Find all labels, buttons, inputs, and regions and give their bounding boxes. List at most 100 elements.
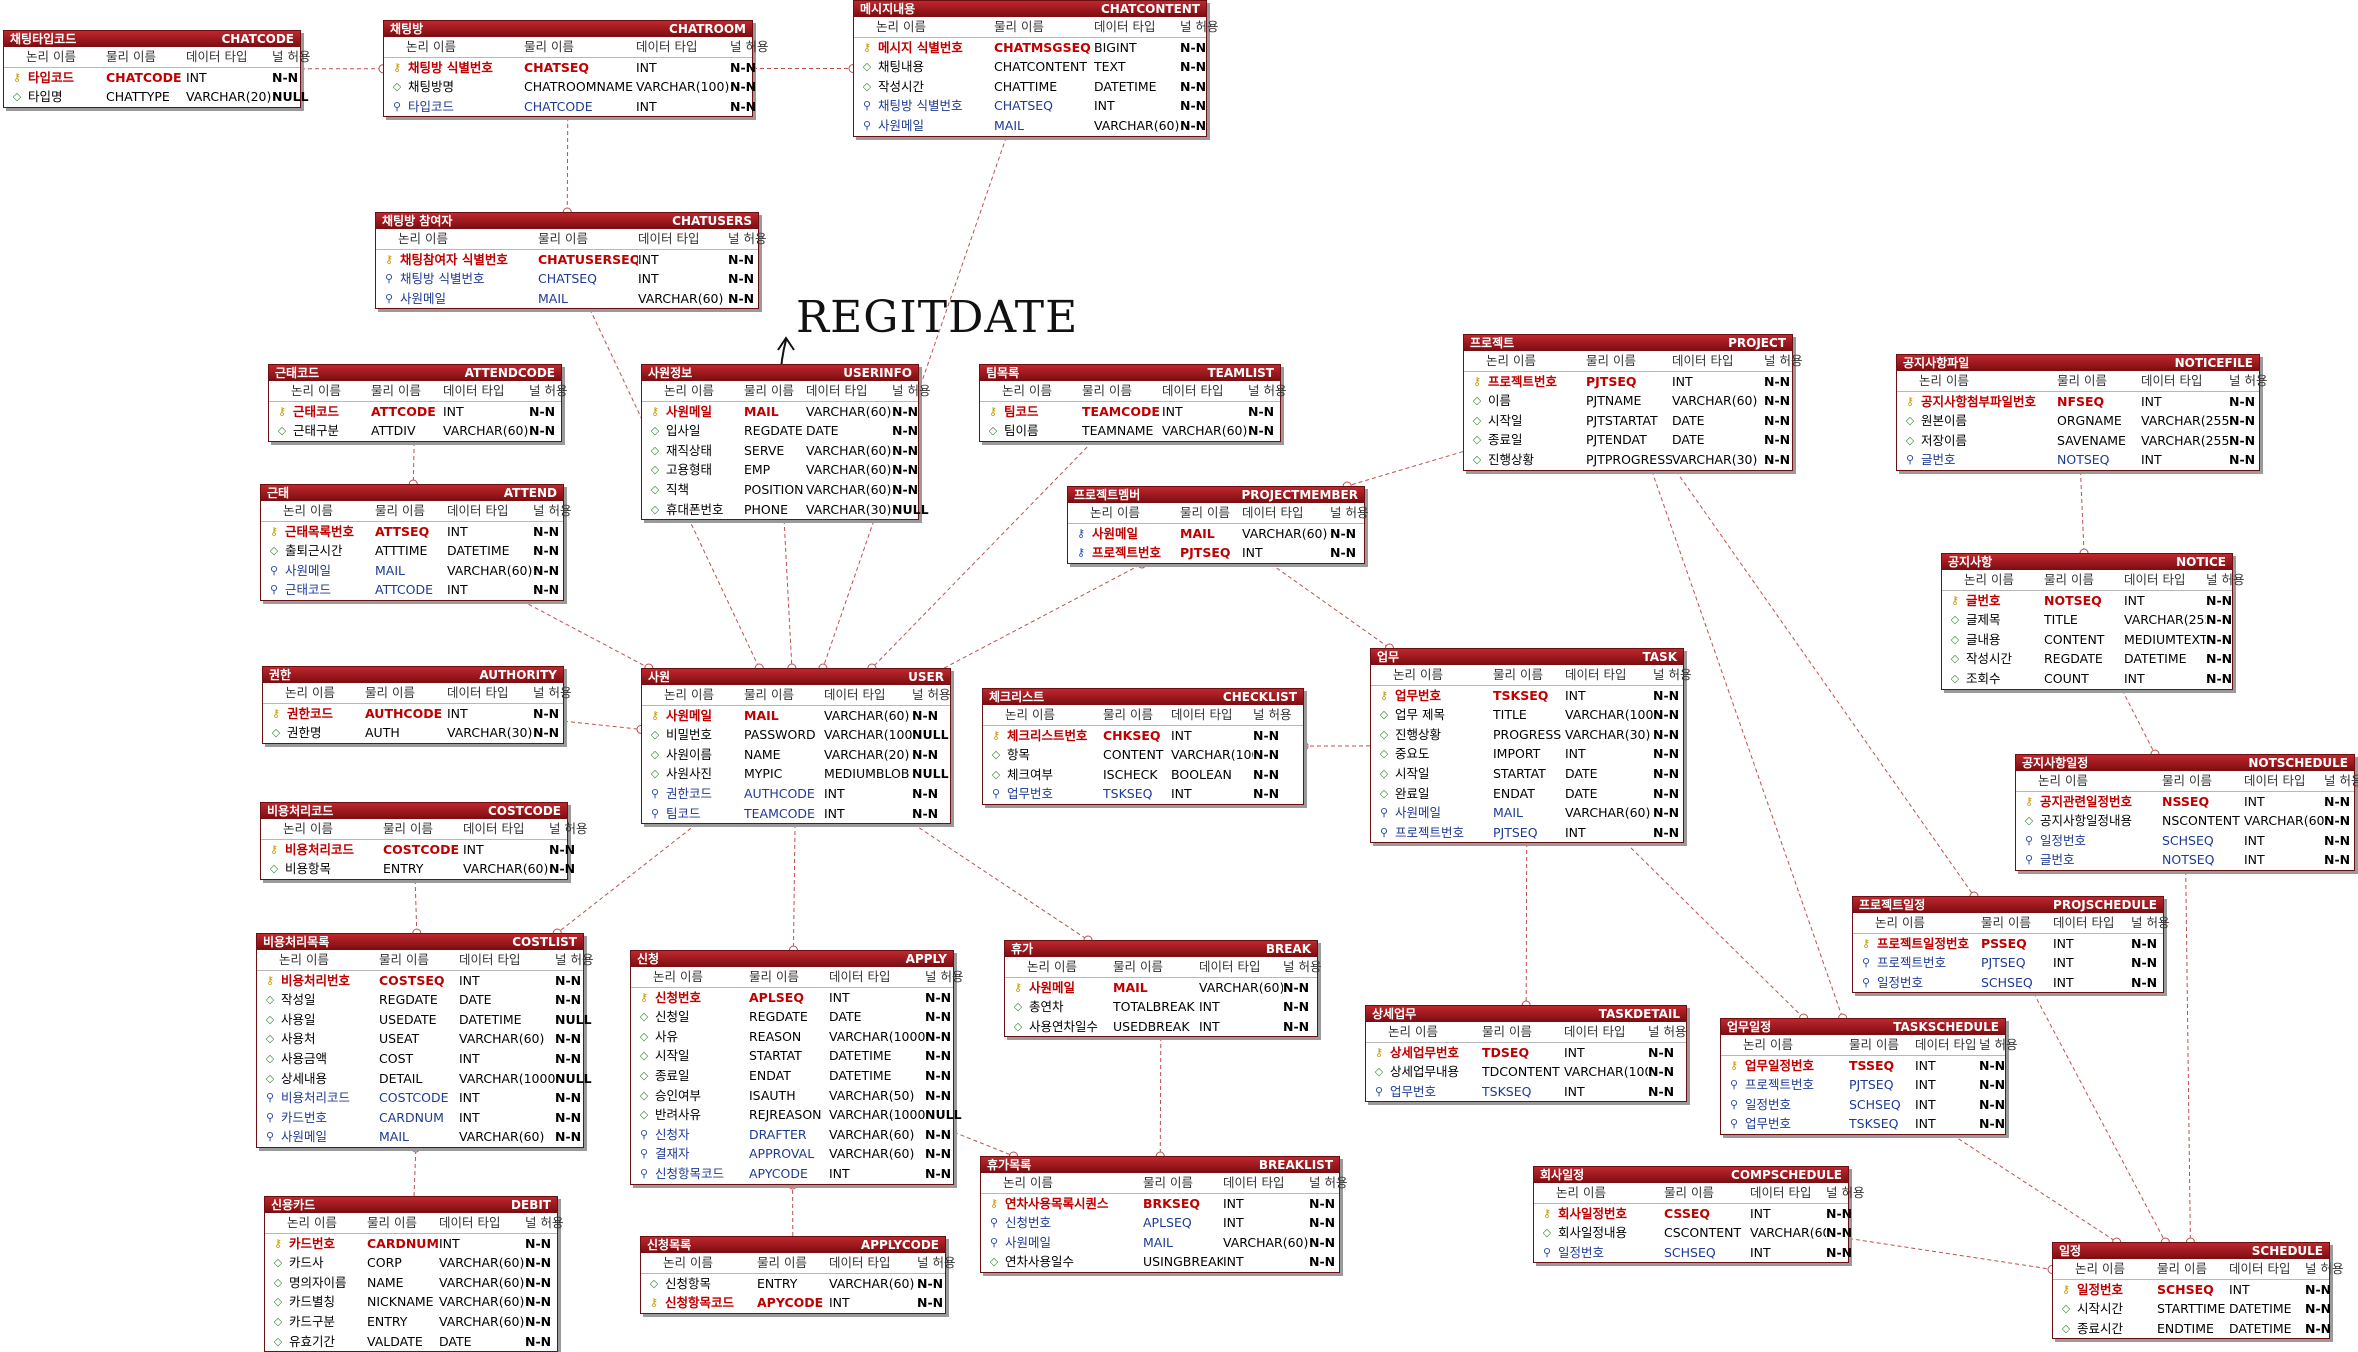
table-row[interactable]: ⚷채팅참여자 식별번호CHATUSERSEQINTN-N xyxy=(376,250,758,270)
table-userinfo[interactable]: 사원정보USERINFO논리 이름물리 이름데이터 타입널 허용⚷사원메일MAI… xyxy=(641,364,930,521)
table-row[interactable]: ⚲글번호NOTSEQINTN-N xyxy=(2016,850,2354,870)
table-row[interactable]: ◇진행상황PROGRESSVARCHAR(30)N-N xyxy=(1371,725,1683,745)
table-row[interactable]: ◇이름PJTNAMEVARCHAR(60)N-N xyxy=(1464,391,1792,411)
table-apply[interactable]: 신청APPLY논리 이름물리 이름데이터 타입널 허용⚷신청번호APLSEQIN… xyxy=(630,950,963,1185)
table-break[interactable]: 휴가BREAK논리 이름물리 이름데이터 타입널 허용⚷사원메일MAILVARC… xyxy=(1004,940,1321,1038)
table-applycode[interactable]: 신청목록APPLYCODE논리 이름물리 이름데이터 타입널 허용◇신청항목EN… xyxy=(640,1236,955,1314)
table-row[interactable]: ◇근태구분ATTDIVVARCHAR(60)N-N xyxy=(269,421,561,441)
table-row[interactable]: ⚷회사일정번호CSSEQINTN-N xyxy=(1534,1204,1852,1224)
table-row[interactable]: ◇채팅방명CHATROOMNAMEVARCHAR(100)N-N xyxy=(384,77,756,97)
table-row[interactable]: ⚷공지사항첨부파일번호NFSEQINTN-N xyxy=(1897,392,2259,412)
table-checklist[interactable]: 체크리스트CHECKLIST논리 이름물리 이름데이터 타입널 허용⚷체크리스트… xyxy=(982,688,1304,805)
table-row[interactable]: ⚲사원메일MAILVARCHAR(60)N-N xyxy=(261,561,563,581)
table-row[interactable]: ⚷비용처리코드COSTCODEINTN-N xyxy=(261,840,575,860)
table-row[interactable]: ⚲신청번호APLSEQINTN-N xyxy=(981,1213,1339,1233)
table-noticefile[interactable]: 공지사항파일NOTICEFILE논리 이름물리 이름데이터 타입널 허용⚷공지사… xyxy=(1896,354,2267,471)
table-row[interactable]: ⚷사원메일MAILVARCHAR(60)N-N xyxy=(642,706,950,726)
table-row[interactable]: ⚲권한코드AUTHCODEINTN-N xyxy=(642,784,950,804)
table-row[interactable]: ⚷채팅방 식별번호CHATSEQINTN-N xyxy=(384,58,756,78)
table-attendcode[interactable]: 근태코드ATTENDCODE논리 이름물리 이름데이터 타입널 허용⚷근태코드A… xyxy=(268,364,567,442)
table-row[interactable]: ⚲비용처리코드COSTCODEINTN-N xyxy=(257,1088,583,1108)
table-notice[interactable]: 공지사항NOTICE논리 이름물리 이름데이터 타입널 허용⚷글번호NOTSEQ… xyxy=(1941,553,2244,690)
table-row[interactable]: ◇사원사진MYPICMEDIUMBLOBNULL xyxy=(642,764,950,784)
table-row[interactable]: ◇작성시간REGDATEDATETIMEN-N xyxy=(1942,649,2232,669)
table-row[interactable]: ◇타입명CHATTYPEVARCHAR(20)NULL xyxy=(4,87,309,107)
table-row[interactable]: ◇종료일ENDATDATETIMEN-N xyxy=(631,1066,953,1086)
table-chatusers[interactable]: 채팅방 참여자CHATUSERS논리 이름물리 이름데이터 타입널 허용⚷채팅참… xyxy=(375,212,766,310)
table-row[interactable]: ◇글제목TITLEVARCHAR(255)N-N xyxy=(1942,610,2232,630)
table-row[interactable]: ◇조회수COUNTINTN-N xyxy=(1942,669,2232,689)
table-row[interactable]: ◇종료일PJTENDATDATEN-N xyxy=(1464,430,1792,450)
table-row[interactable]: ⚷사원메일MAILVARCHAR(60)N-N xyxy=(642,402,918,422)
table-row[interactable]: ⚷사원메일MAILVARCHAR(60)N-N xyxy=(1005,978,1317,998)
table-chatcode[interactable]: 채팅타입코드CHATCODE논리 이름물리 이름데이터 타입널 허용⚷타입코드C… xyxy=(3,30,310,108)
table-row[interactable]: ⚲신청자DRAFTERVARCHAR(60)N-N xyxy=(631,1125,953,1145)
table-row[interactable]: ⚷신청항목코드APYCODEINTN-N xyxy=(641,1293,945,1313)
table-row[interactable]: ⚲일정번호SCHSEQINTN-N xyxy=(2016,831,2354,851)
table-row[interactable]: ⚷권한코드AUTHCODEINTN-N xyxy=(263,704,563,724)
table-row[interactable]: ◇비밀번호PASSWORDVARCHAR(100)NULL xyxy=(642,725,950,745)
table-row[interactable]: ◇사용금액COSTINTN-N xyxy=(257,1049,583,1069)
table-row[interactable]: ◇업무 제목TITLEVARCHAR(100)N-N xyxy=(1371,705,1683,725)
table-row[interactable]: ⚷업무번호TSKSEQINTN-N xyxy=(1371,686,1683,706)
table-row[interactable]: ◇작성일REGDATEDATEN-N xyxy=(257,990,583,1010)
table-row[interactable]: ◇상세내용DETAILVARCHAR(1000)NULL xyxy=(257,1069,592,1089)
table-row[interactable]: ⚲사원메일MAILVARCHAR(60)N-N xyxy=(1371,803,1683,823)
table-row[interactable]: ◇출퇴근시간ATTTIMEDATETIMEN-N xyxy=(261,541,563,561)
table-compschedule[interactable]: 회사일정COMPSCHEDULE논리 이름물리 이름데이터 타입널 허용⚷회사일… xyxy=(1533,1166,1864,1264)
table-row[interactable]: ◇진행상황PJTPROGRESSVARCHAR(30)N-N xyxy=(1464,450,1792,470)
table-row[interactable]: ◇작성시간CHATTIMEDATETIMEN-N xyxy=(854,77,1206,97)
table-row[interactable]: ⚷사원메일MAILVARCHAR(60)N-N xyxy=(1068,524,1364,544)
table-row[interactable]: ⚲채팅방 식별번호CHATSEQINTN-N xyxy=(376,269,758,289)
table-row[interactable]: ⚲근태코드ATTCODEINTN-N xyxy=(261,580,563,600)
table-row[interactable]: ⚲채팅방 식별번호CHATSEQINTN-N xyxy=(854,96,1206,116)
table-row[interactable]: ⚲신청항목코드APYCODEINTN-N xyxy=(631,1164,953,1184)
table-row[interactable]: ⚷메시지 식별번호CHATMSGSEQBIGINTN-N xyxy=(854,38,1206,58)
table-row[interactable]: ◇신청일REGDATEDATEN-N xyxy=(631,1007,953,1027)
table-row[interactable]: ◇유효기간VALDATEDATEN-N xyxy=(265,1332,557,1352)
table-authority[interactable]: 권한AUTHORITY논리 이름물리 이름데이터 타입널 허용⚷권한코드AUTH… xyxy=(262,666,571,744)
table-row[interactable]: ⚷프로젝트일정번호PSSEQINTN-N xyxy=(1853,934,2163,954)
table-row[interactable]: ◇카드별칭NICKNAMEVARCHAR(60)N-N xyxy=(265,1292,557,1312)
table-row[interactable]: ⚲글번호NOTSEQINTN-N xyxy=(1897,450,2259,470)
table-row[interactable]: ◇권한명AUTHVARCHAR(30)N-N xyxy=(263,723,563,743)
table-row[interactable]: ◇입사일REGDATEDATEN-N xyxy=(642,421,918,441)
table-row[interactable]: ◇재직상태SERVEVARCHAR(60)N-N xyxy=(642,441,918,461)
table-row[interactable]: ⚲카드번호CARDNUMINTN-N xyxy=(257,1108,583,1128)
table-row[interactable]: ◇체크여부ISCHECKBOOLEANN-N xyxy=(983,765,1303,785)
table-row[interactable]: ◇팀이름TEAMNAMEVARCHAR(60)N-N xyxy=(980,421,1280,441)
table-row[interactable]: ◇연차사용일수USINGBREAKINTN-N xyxy=(981,1252,1339,1272)
table-notschedule[interactable]: 공지사항일정NOTSCHEDULE논리 이름물리 이름데이터 타입널 허용⚷공지… xyxy=(2015,754,2358,871)
table-costlist[interactable]: 비용처리목록COSTLIST논리 이름물리 이름데이터 타입널 허용⚷비용처리번… xyxy=(256,933,593,1148)
table-row[interactable]: ◇고용형태EMPVARCHAR(60)N-N xyxy=(642,460,918,480)
table-user[interactable]: 사원USER논리 이름물리 이름데이터 타입널 허용⚷사원메일MAILVARCH… xyxy=(641,668,951,825)
table-row[interactable]: ◇시작일STARTATDATEN-N xyxy=(1371,764,1683,784)
table-row[interactable]: ⚲일정번호SCHSEQINTN-N xyxy=(1721,1095,2005,1115)
table-row[interactable]: ⚲업무번호TSKSEQINTN-N xyxy=(1366,1082,1686,1102)
table-row[interactable]: ⚷프로젝트번호PJTSEQINTN-N xyxy=(1464,372,1792,392)
table-chatroom[interactable]: 채팅방CHATROOM논리 이름물리 이름데이터 타입널 허용⚷채팅방 식별번호… xyxy=(383,20,768,118)
table-row[interactable]: ⚲사원메일MAILVARCHAR(60)N-N xyxy=(854,116,1206,136)
table-row[interactable]: ⚲업무번호TSKSEQINTN-N xyxy=(1721,1114,2005,1134)
table-row[interactable]: ⚷체크리스트번호CHKSEQINTN-N xyxy=(983,726,1303,746)
table-row[interactable]: ◇중요도IMPORTINTN-N xyxy=(1371,744,1683,764)
table-row[interactable]: ◇완료일ENDATDATEN-N xyxy=(1371,784,1683,804)
table-projectmember[interactable]: 프로젝트멤버PROJECTMEMBER논리 이름물리 이름데이터 타입널 허용⚷… xyxy=(1067,486,1368,564)
table-row[interactable]: ⚲프로젝트번호PJTSEQINTN-N xyxy=(1371,823,1683,843)
table-row[interactable]: ◇항목CONTENTVARCHAR(100)N-N xyxy=(983,745,1303,765)
table-row[interactable]: ◇직책POSITIONVARCHAR(60)N-N xyxy=(642,480,918,500)
table-row[interactable]: ◇공지사항일정내용NSCONTENTVARCHAR(60)N-N xyxy=(2016,811,2354,831)
table-row[interactable]: ◇시작일STARTATDATETIMEN-N xyxy=(631,1046,953,1066)
table-row[interactable]: ⚷근태코드ATTCODEINTN-N xyxy=(269,402,561,422)
table-row[interactable]: ◇카드구분ENTRYVARCHAR(60)N-N xyxy=(265,1312,557,1332)
table-row[interactable]: ◇종료시간ENDTIMEDATETIMEN-N xyxy=(2053,1319,2331,1339)
table-row[interactable]: ◇신청항목ENTRYVARCHAR(60)N-N xyxy=(641,1274,945,1294)
table-task[interactable]: 업무TASK논리 이름물리 이름데이터 타입널 허용⚷업무번호TSKSEQINT… xyxy=(1370,648,1691,844)
table-row[interactable]: ◇원본이름ORGNAMEVARCHAR(255)N-N xyxy=(1897,411,2259,431)
table-row[interactable]: ◇시작일PJTSTARTATDATEN-N xyxy=(1464,411,1792,431)
table-taskdetail[interactable]: 상세업무TASKDETAIL논리 이름물리 이름데이터 타입널 허용⚷상세업무번… xyxy=(1365,1005,1687,1103)
table-row[interactable]: ⚷상세업무번호TDSEQINTN-N xyxy=(1366,1043,1686,1063)
table-row[interactable]: ⚷근태목록번호ATTSEQINTN-N xyxy=(261,522,563,542)
table-row[interactable]: ◇휴대폰번호PHONEVARCHAR(30)NULL xyxy=(642,500,929,520)
table-debit[interactable]: 신용카드DEBIT논리 이름물리 이름데이터 타입널 허용⚷카드번호CARDNU… xyxy=(264,1196,563,1352)
